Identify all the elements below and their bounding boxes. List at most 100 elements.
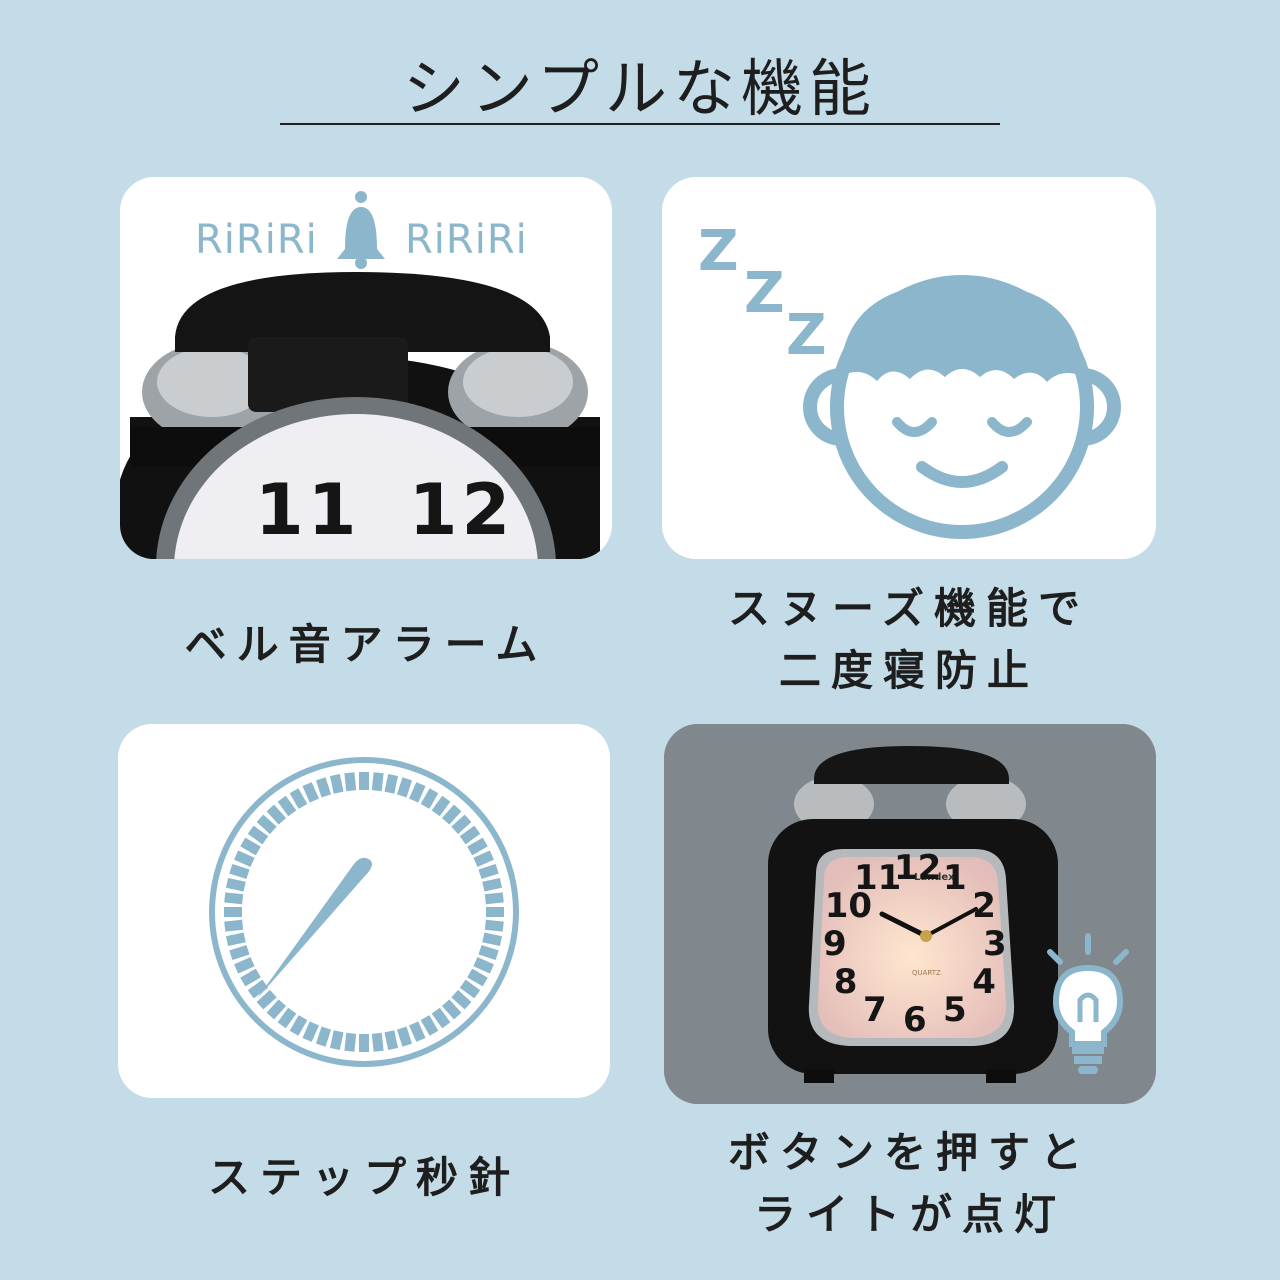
- dial-tick: [277, 1007, 297, 1029]
- light-bulb-icon: [1047, 933, 1129, 1074]
- dial-tick: [359, 1034, 369, 1052]
- snooze-caption-line1: スヌーズ機能で: [728, 584, 1090, 633]
- dial-tick: [482, 932, 502, 946]
- dial-tick: [478, 944, 499, 961]
- dial-tick: [451, 814, 472, 835]
- step-second-hand-caption: ステップ秒針: [207, 1153, 520, 1202]
- dial-tick: [240, 968, 261, 987]
- dial-tick: [224, 907, 242, 917]
- dial-tick: [409, 1021, 426, 1042]
- numeral-6: 6: [903, 1000, 927, 1040]
- dial-tick: [277, 795, 297, 817]
- dial-tick: [256, 814, 277, 835]
- dial-tick: [431, 795, 451, 817]
- dial-tick: [467, 837, 488, 856]
- dial-tick: [234, 850, 255, 867]
- quartz-label: QUARTZ: [912, 969, 941, 977]
- dial-tick: [247, 825, 269, 845]
- dial-tick: [302, 782, 319, 803]
- dial-tick: [484, 892, 504, 905]
- dial-tick: [459, 825, 481, 845]
- brand-logo: Landex: [914, 872, 955, 883]
- dial-tick: [224, 892, 244, 905]
- dial-tick: [229, 944, 250, 961]
- bell-clock-illustration: [120, 272, 600, 559]
- sleeping-face-icon: [803, 275, 1121, 539]
- zzz-3: Z: [786, 303, 827, 368]
- dial-tick: [344, 772, 357, 792]
- dial-tick: [486, 907, 504, 917]
- dial-tick: [247, 979, 269, 999]
- dial-tick: [441, 804, 462, 825]
- bell-icon: [337, 191, 385, 269]
- dial-tick: [451, 989, 472, 1010]
- dial-tick: [473, 850, 494, 867]
- dial-tick: [266, 999, 287, 1020]
- dial-tick: [396, 1026, 413, 1047]
- numeral-1: 1: [275, 551, 328, 559]
- dial-tick: [240, 837, 261, 856]
- dial-tick: [431, 1007, 451, 1029]
- bell-alarm-caption: ベル音アラーム: [184, 620, 548, 669]
- dial-tick: [226, 878, 246, 892]
- dial-tick: [371, 1032, 384, 1052]
- sound-text-right: RiRiRi: [405, 217, 528, 263]
- dial-tick: [484, 919, 504, 932]
- backlight-caption: ボタンを押すと ライトが点灯: [664, 1122, 1156, 1246]
- numeral-9: 9: [823, 924, 847, 964]
- dial-tick: [459, 979, 481, 999]
- dial-tick: [467, 968, 488, 987]
- backlight-caption-line1: ボタンを押すと: [727, 1128, 1092, 1177]
- dial-tick: [229, 863, 250, 880]
- numeral-2: 2: [972, 886, 996, 926]
- dial-tick: [441, 999, 462, 1020]
- numeral-1: 1: [943, 858, 967, 899]
- numeral-11: 11: [255, 469, 361, 551]
- dial-tick: [330, 774, 344, 794]
- zzz-1: Z: [698, 219, 739, 284]
- dial-tick: [384, 774, 398, 794]
- dial-tick: [302, 1021, 319, 1042]
- dial-tick: [224, 919, 244, 932]
- page-title: シンプルな機能: [402, 52, 878, 125]
- dial-tick: [315, 1026, 332, 1047]
- clock-numerals-top: 11 12 1: [255, 469, 612, 559]
- dial-tick: [396, 777, 413, 798]
- dial-tick: [384, 1030, 398, 1050]
- numeral-10: 10: [824, 886, 873, 926]
- step-second-hand-card: [118, 724, 610, 1098]
- dial-tick: [315, 777, 332, 798]
- dial-tick: [289, 788, 308, 809]
- numeral-8: 8: [833, 962, 858, 1002]
- sound-text-left: RiRiRi: [195, 217, 318, 263]
- backlight-caption-line2: ライトが点灯: [753, 1190, 1066, 1239]
- numeral-12: 12: [894, 848, 942, 888]
- dial-tick: [256, 989, 277, 1010]
- numeral-5: 5: [943, 989, 967, 1030]
- dial-tick: [371, 772, 384, 792]
- numeral-12: 12: [408, 469, 515, 551]
- dial-tick: [409, 782, 426, 803]
- dial-tick: [420, 1015, 439, 1036]
- dial-tick: [420, 788, 439, 809]
- numeral-11: 11: [854, 858, 902, 899]
- dial-tick: [344, 1032, 357, 1052]
- dial-tick: [359, 772, 369, 790]
- numeral-4: 4: [972, 962, 996, 1002]
- dial-tick: [289, 1015, 308, 1036]
- dial-tick: [330, 1030, 344, 1050]
- step-dial-icon: [209, 757, 519, 1067]
- dial-tick: [226, 932, 246, 946]
- dial-tick: [473, 957, 494, 974]
- dial-tick: [266, 804, 287, 825]
- dial-tick: [478, 863, 499, 880]
- bell-alarm-card: RiRiRi RiRiRi 11 12 1: [120, 177, 612, 559]
- numeral-3: 3: [983, 924, 1007, 964]
- snooze-caption-line2: 二度寝防止: [778, 646, 1039, 695]
- snooze-card: Z Z Z: [662, 177, 1156, 559]
- numeral-7: 7: [863, 989, 887, 1030]
- title-underline: [280, 123, 1000, 125]
- zzz-2: Z: [744, 261, 785, 326]
- snooze-caption: スヌーズ機能で 二度寝防止: [662, 578, 1156, 702]
